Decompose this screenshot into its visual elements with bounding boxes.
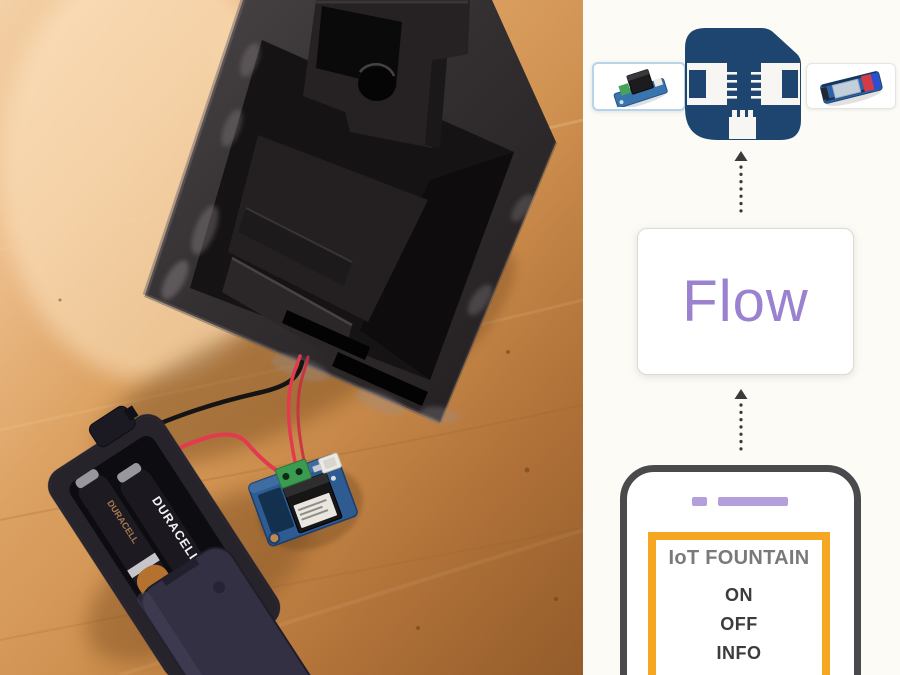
relay-thumbnail-card (592, 62, 686, 111)
pcb-dark-slot (258, 487, 294, 535)
bottom-connector (729, 110, 756, 139)
smartphone-illustration: IoT FOUNTAIN ON OFF INFO (620, 465, 861, 675)
board-body (685, 28, 801, 140)
menu-item-on: ON (725, 585, 753, 605)
diagram-panel: Flow IoT FOUNTAIN ON OFF INFO (583, 0, 900, 675)
wire-red-pump-1 (286, 354, 302, 478)
flow-node: Flow (637, 228, 854, 375)
phone-camera-bar-icon (718, 497, 788, 506)
rock-highlights (161, 43, 533, 424)
iot-board-icon (685, 28, 801, 140)
dotted-arrow-up-icon-2 (734, 389, 748, 456)
cascade-mid-tier (228, 135, 428, 322)
mounting-hole (268, 532, 281, 545)
basin-vent-slit-2 (332, 352, 428, 406)
app-screen-frame: IoT FOUNTAIN ON OFF INFO (648, 532, 830, 675)
fountain-tower (303, 0, 470, 148)
phone-speaker-bar-icon (692, 497, 707, 506)
stone-fountain (142, 0, 558, 424)
flow-node-label: Flow (682, 269, 809, 334)
menu-item-off: OFF (720, 614, 758, 634)
menu-item-info: INFO (716, 643, 762, 663)
relay-module (248, 452, 363, 550)
battery-holder: DURACELL DURACELL (47, 405, 385, 675)
app-menu: ON OFF INFO (656, 581, 822, 668)
relay-thumbnail-icon (613, 69, 668, 107)
mcu-board-thumbnail-icon (820, 71, 883, 106)
screw-terminal (275, 458, 312, 489)
right-slot-pins (751, 72, 761, 99)
app-title: IoT FOUNTAIN (668, 547, 810, 569)
holder-lid (137, 546, 385, 675)
fountain-photo: DURACELL DURACELL (0, 0, 583, 675)
basin-vent-slit (282, 310, 370, 360)
basin-deep-shadow (360, 152, 514, 380)
wire-red-pump-2 (296, 355, 310, 476)
cascade-step-upper (238, 208, 352, 286)
mcu-thumbnail-card (806, 63, 896, 109)
dotted-arrow-up-icon (734, 151, 748, 218)
left-slot-pins (727, 72, 737, 99)
fountain-spout-hole (358, 67, 396, 101)
